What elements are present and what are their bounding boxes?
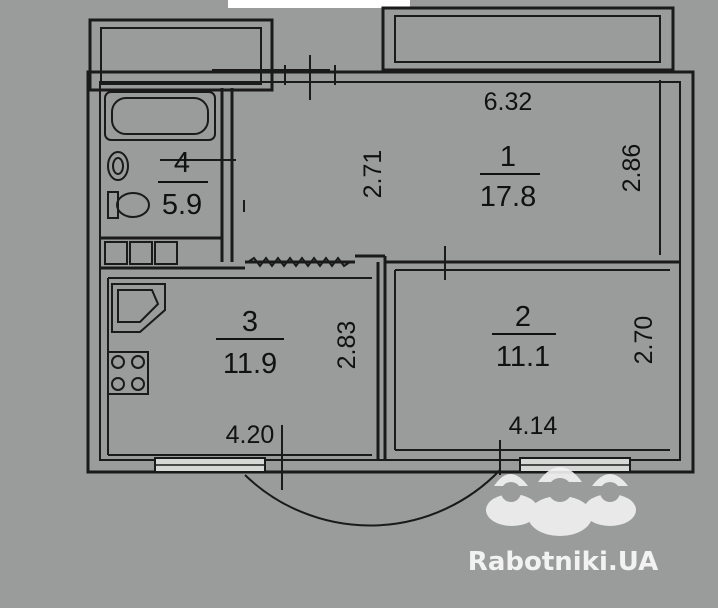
room-3-area: 11.9	[223, 348, 277, 380]
bathtub	[104, 91, 216, 141]
outer-walls	[86, 70, 695, 474]
dim-room2-width: 4.14	[509, 412, 558, 440]
kitchen-stove	[107, 351, 149, 395]
room-2-number: 2	[515, 301, 531, 333]
room-3-label: 3 11.9	[216, 306, 284, 380]
top-white-strip	[228, 0, 410, 8]
toilet	[107, 191, 150, 219]
window-bottom-left	[154, 457, 266, 473]
room-2-label: 2 11.1	[492, 301, 556, 373]
workers-helmet-icon	[486, 467, 636, 536]
balcony-door-marks	[212, 55, 336, 100]
room-4-area: 5.9	[162, 189, 202, 221]
door-swing-arc	[244, 425, 501, 527]
room-4-number: 4	[174, 147, 190, 179]
room-1-number: 1	[500, 141, 516, 173]
dim-room1-width: 6.32	[484, 88, 533, 116]
utility-cabinets	[104, 241, 178, 265]
room-1-area: 17.8	[480, 181, 536, 213]
sink	[107, 151, 129, 181]
interior-walls	[107, 80, 680, 460]
sliding-door	[247, 256, 351, 268]
window-bottom-right	[519, 457, 631, 473]
room-2-area: 11.1	[496, 341, 550, 373]
room-4-label: 4 5.9	[158, 147, 208, 221]
dim-room1-right-height: 2.86	[618, 144, 646, 193]
kitchen-sink	[111, 283, 166, 333]
balcony-right	[381, 6, 675, 72]
watermark-text: Rabotniki.UA	[468, 547, 658, 577]
dim-room1-left-height: 2.71	[359, 150, 387, 199]
dim-room3-height: 2.83	[333, 321, 361, 370]
bathroom-walls	[100, 88, 245, 270]
room-3-number: 3	[242, 306, 258, 338]
balcony-left	[88, 18, 274, 92]
dim-room2-height: 2.70	[630, 316, 658, 365]
room-1-label: 1 17.8	[480, 141, 540, 213]
dim-room3-width: 4.20	[226, 421, 275, 449]
